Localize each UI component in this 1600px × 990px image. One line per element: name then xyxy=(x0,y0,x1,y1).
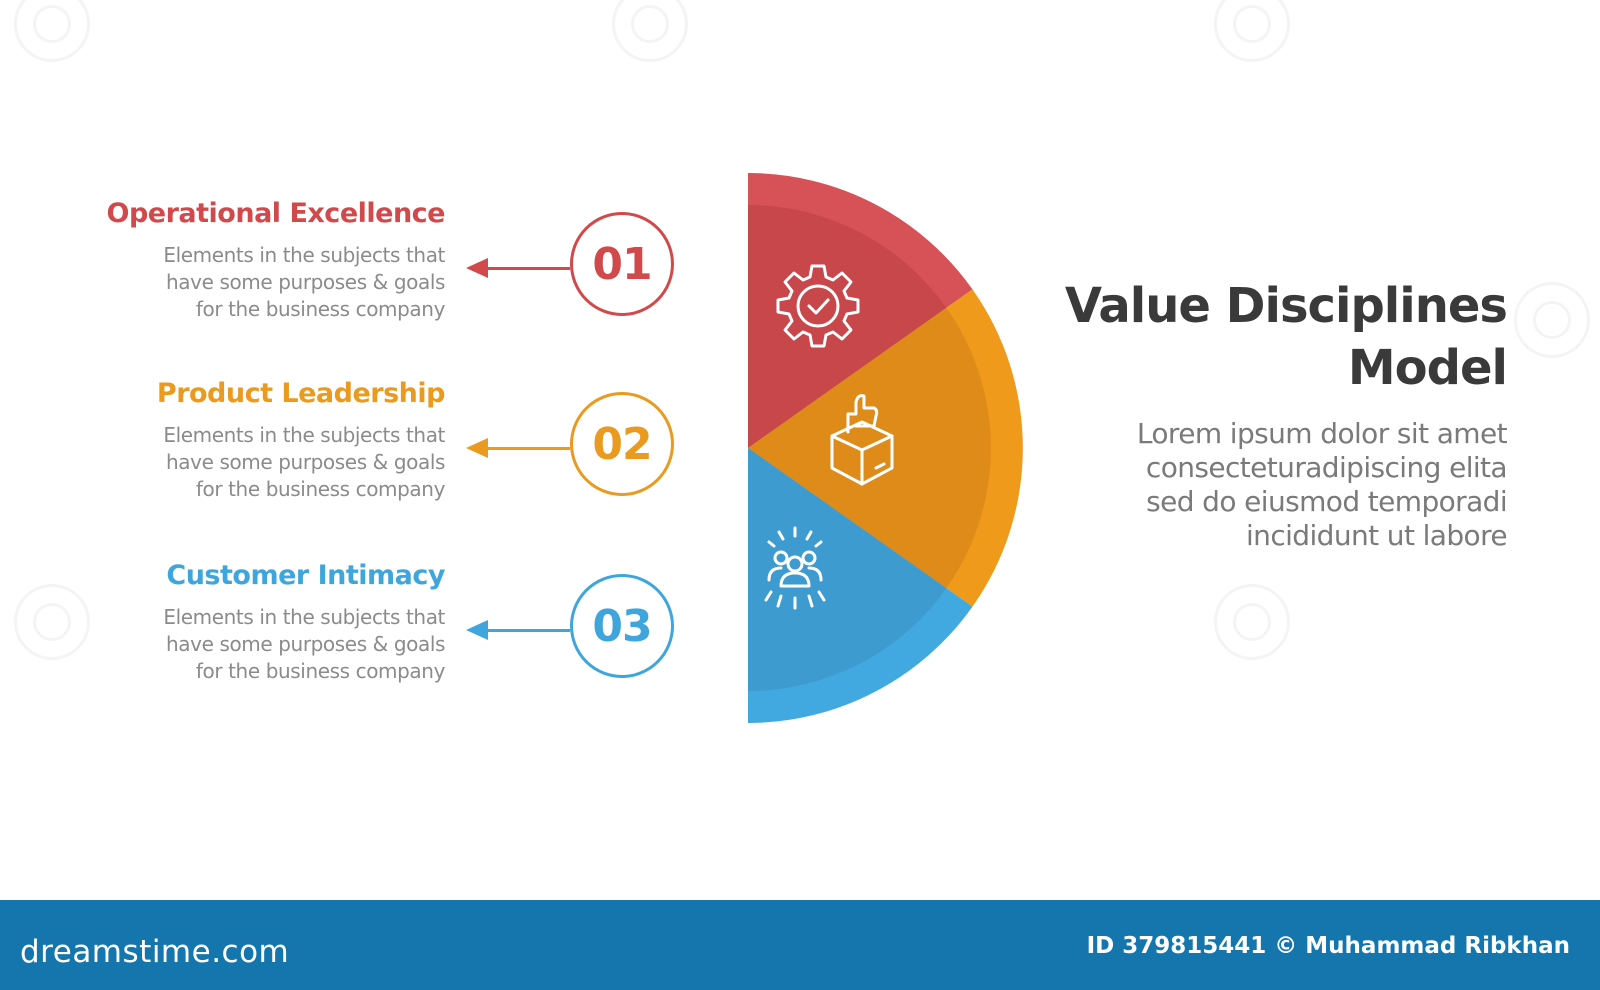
people-group-icon xyxy=(764,526,826,610)
arrow-left-icon xyxy=(466,258,570,278)
number-badge: 02 xyxy=(570,392,674,496)
arrow-left-icon xyxy=(466,620,570,640)
item-description: Elements in the subjects that have some … xyxy=(163,243,445,321)
item-title: Customer Intimacy xyxy=(166,560,445,591)
watermark-logo xyxy=(1514,282,1590,358)
item-title: Operational Excellence xyxy=(106,198,446,229)
item-row-1: Operational Excellence Elements in the s… xyxy=(0,198,700,338)
brand-logo: dreamstime.com xyxy=(20,934,290,970)
watermark-logo xyxy=(1214,584,1290,660)
item-description: Elements in the subjects that have some … xyxy=(163,605,445,683)
half-pie-diagram xyxy=(748,173,1023,723)
watermark-logo xyxy=(1214,0,1290,62)
item-row-3: Customer Intimacy Elements in the subjec… xyxy=(0,560,700,700)
title-block: Value Disciplines Model Lorem ipsum dolo… xyxy=(1064,275,1508,553)
item-description: Elements in the subjects that have some … xyxy=(163,423,445,501)
number-badge: 03 xyxy=(570,574,674,678)
box-thumbs-up-icon xyxy=(830,394,894,486)
watermark-logo xyxy=(14,584,90,660)
number-badge: 01 xyxy=(570,212,674,316)
item-title: Product Leadership xyxy=(156,378,446,409)
segment-inner-3 xyxy=(748,448,947,691)
footer-bar: dreamstime.com ID 379815441 © Muhammad R… xyxy=(0,900,1600,990)
gear-check-icon xyxy=(776,264,860,348)
item-row-2: Product Leadership Elements in the subje… xyxy=(0,378,700,518)
watermark-logo xyxy=(14,0,90,62)
watermark-logo xyxy=(612,0,688,62)
arrow-left-icon xyxy=(466,438,570,458)
title-description: Lorem ipsum dolor sit amet consecteturad… xyxy=(1136,417,1508,552)
image-credit: ID 379815441 © Muhammad Ribkhan xyxy=(1086,933,1570,959)
page-title: Value Disciplines Model xyxy=(1064,278,1508,396)
